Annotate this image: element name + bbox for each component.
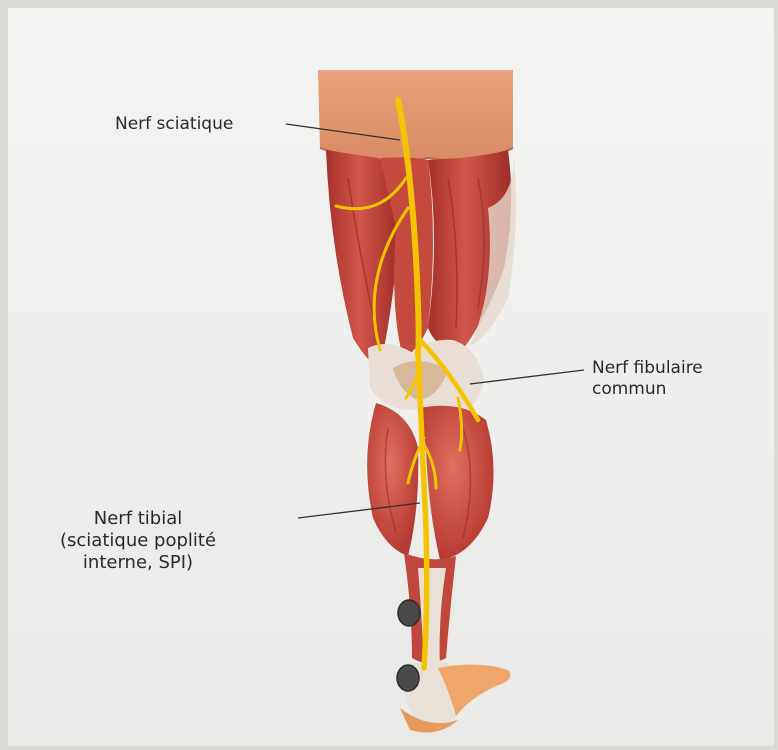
label-fibular-line2: commun: [592, 379, 703, 400]
stimulation-point-lower: [397, 665, 419, 691]
leader-fibular: [470, 370, 584, 384]
calf-muscle-right: [420, 406, 494, 560]
label-common-fibular-nerve: Nerf fibulaire commun: [592, 358, 703, 400]
buttock-skin: [318, 70, 513, 160]
label-tibial-line1: Nerf tibial: [60, 508, 216, 530]
stimulation-point-upper: [398, 600, 420, 626]
calf-muscle-left: [367, 403, 418, 556]
label-sciatic-nerve: Nerf sciatique: [115, 114, 233, 135]
label-fibular-line1: Nerf fibulaire: [592, 358, 703, 379]
label-tibial-line3: interne, SPI): [60, 552, 216, 574]
label-tibial-nerve: Nerf tibial (sciatique poplité interne, …: [60, 508, 216, 574]
illustration-page: Nerf sciatique Nerf fibulaire commun Ner…: [8, 8, 774, 746]
label-tibial-line2: (sciatique poplité: [60, 530, 216, 552]
